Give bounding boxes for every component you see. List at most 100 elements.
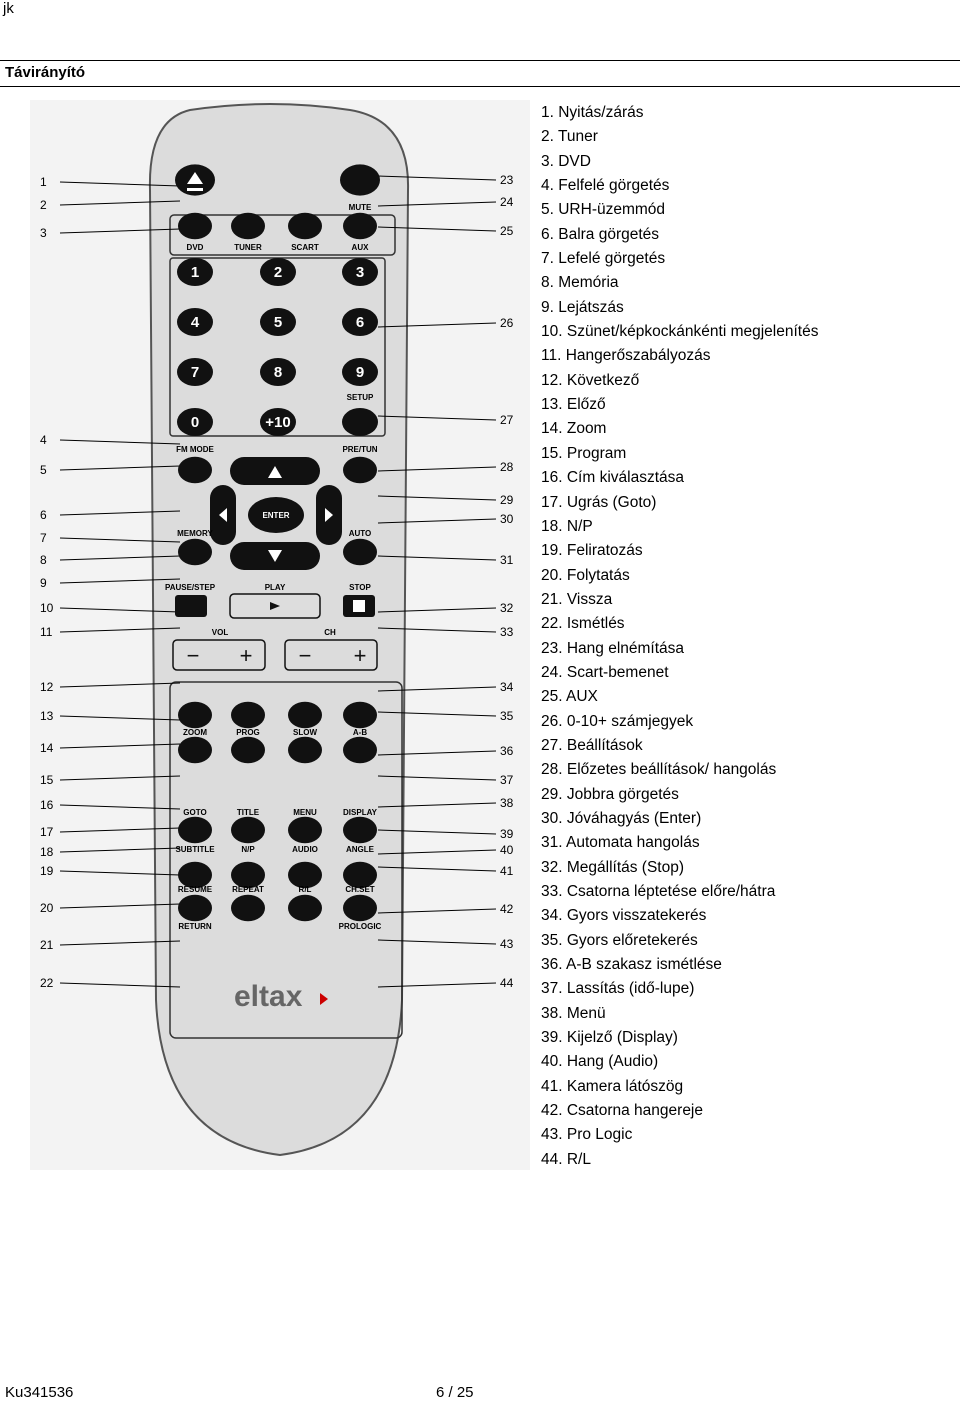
digit-button: [260, 307, 296, 337]
callout-number: 37: [500, 773, 514, 787]
callout-line: [59, 847, 181, 853]
pre-tun-label: PRE/TUN: [342, 445, 377, 454]
legend-item: 19. Feliratozás: [541, 542, 643, 560]
legend-item: 18. N/P: [541, 517, 593, 535]
callout-line: [377, 415, 497, 421]
audio-label: AUDIO: [292, 845, 318, 854]
digit-label: 7: [191, 364, 199, 381]
volume-control: [172, 639, 266, 671]
legend-item: 3. DVD: [541, 152, 591, 170]
legend-item: 17. Ugrás (Goto): [541, 493, 657, 511]
callout-number: 41: [500, 864, 514, 878]
digit-button: [342, 257, 378, 287]
callout-number: 13: [40, 709, 54, 723]
digit-label: +10: [265, 414, 290, 431]
aux-button: [343, 212, 377, 240]
legend-item: 42. Csatorna hangereje: [541, 1102, 704, 1120]
callout-line: [377, 607, 497, 613]
callout-line: [377, 686, 497, 692]
skip-button: [288, 701, 322, 729]
callout-line: [59, 715, 181, 721]
resume-button: [178, 894, 212, 922]
memory-button: [178, 538, 212, 566]
return-label: RETURN: [178, 922, 212, 931]
digit-label: 1: [191, 264, 199, 281]
subtitle-button: [178, 861, 212, 889]
ch-down-icon: −: [299, 643, 312, 668]
callout-number: 5: [40, 463, 47, 477]
callout-line: [59, 200, 181, 206]
menu-label: MENU: [293, 808, 317, 817]
callout-line: [59, 682, 181, 688]
pause-step-button: [175, 595, 207, 617]
eject-icon: [187, 172, 203, 191]
callout-numbers: 1234567891011121314151617181920212223242…: [40, 173, 514, 990]
repeat-button: [231, 894, 265, 922]
footer-page-number: 6 / 25: [436, 1384, 474, 1401]
callout-number: 24: [500, 195, 514, 209]
digit-label: 3: [356, 264, 364, 281]
digit-label: 8: [274, 364, 282, 381]
digit-button: [177, 357, 213, 387]
callout-line: [377, 495, 497, 501]
legend-item: 27. Beállítások: [541, 736, 643, 754]
legend-item: 31. Automata hangolás: [541, 834, 700, 852]
digit-label: 0: [191, 414, 199, 431]
legend-item: 30. Jóváhagyás (Enter): [541, 809, 702, 827]
prog-label: PROG: [236, 728, 260, 737]
digit-label: 2: [274, 264, 282, 281]
legend-item: 6. Balra görgetés: [541, 225, 660, 243]
callout-number: 18: [40, 845, 54, 859]
legend-item: 15. Program: [541, 444, 627, 462]
callout-line: [59, 627, 181, 633]
callout-line: [59, 228, 181, 234]
slow-button: [288, 736, 322, 764]
callout-number: 8: [40, 553, 47, 567]
callout-number: 10: [40, 601, 54, 615]
setup-button: [342, 407, 378, 437]
callout-line: [377, 226, 497, 232]
legend-item: 26. 0-10+ számjegyek: [541, 712, 694, 730]
callout-line: [377, 775, 497, 781]
prologic-label: PROLOGIC: [339, 922, 382, 931]
callout-number: 23: [500, 173, 514, 187]
legend-item: 39. Kijelző (Display): [541, 1029, 678, 1047]
brand-logo: eltax: [234, 980, 303, 1013]
enter-button: [248, 497, 304, 533]
vol-up-icon: +: [240, 643, 253, 668]
goto-button: [178, 816, 212, 844]
brand-arrow-icon: [320, 993, 328, 1005]
legend-item: 16. Cím kiválasztása: [541, 469, 684, 487]
aux-label: AUX: [352, 243, 370, 252]
callout-line: [377, 849, 497, 855]
callout-line: [377, 627, 497, 633]
auto-button: [343, 538, 377, 566]
angle-button: [343, 861, 377, 889]
chset-label: CH.SET: [345, 885, 374, 894]
angle-label: ANGLE: [346, 845, 375, 854]
fm-mode-button: [178, 456, 212, 484]
callout-line: [59, 607, 181, 613]
callout-line: [59, 510, 181, 516]
callout-number: 9: [40, 576, 47, 590]
np-button: [231, 861, 265, 889]
legend-item: 22. Ismétlés: [541, 615, 625, 633]
callout-number: 28: [500, 460, 514, 474]
callout-line: [59, 982, 181, 988]
callout-line: [59, 743, 181, 749]
callout-number: 17: [40, 825, 54, 839]
legend-item: 41. Kamera látószög: [541, 1077, 684, 1095]
callout-number: 33: [500, 625, 514, 639]
callout-number: 26: [500, 316, 514, 330]
ab-label: A-B: [353, 728, 367, 737]
legend-item: 1. Nyitás/zárás: [541, 104, 644, 121]
callout-line: [59, 537, 181, 543]
play-icon: [270, 602, 280, 610]
callout-line: [377, 466, 497, 472]
remote-control-figure: 1234567891011121314151617181920212223242…: [30, 100, 530, 1170]
legend-item: 5. URH-üzemmód: [541, 201, 666, 219]
callout-line: [59, 775, 181, 781]
right-arrow-icon: [325, 508, 333, 522]
stop-label: STOP: [349, 583, 371, 592]
legend-item: 29. Jobbra görgetés: [541, 785, 679, 803]
